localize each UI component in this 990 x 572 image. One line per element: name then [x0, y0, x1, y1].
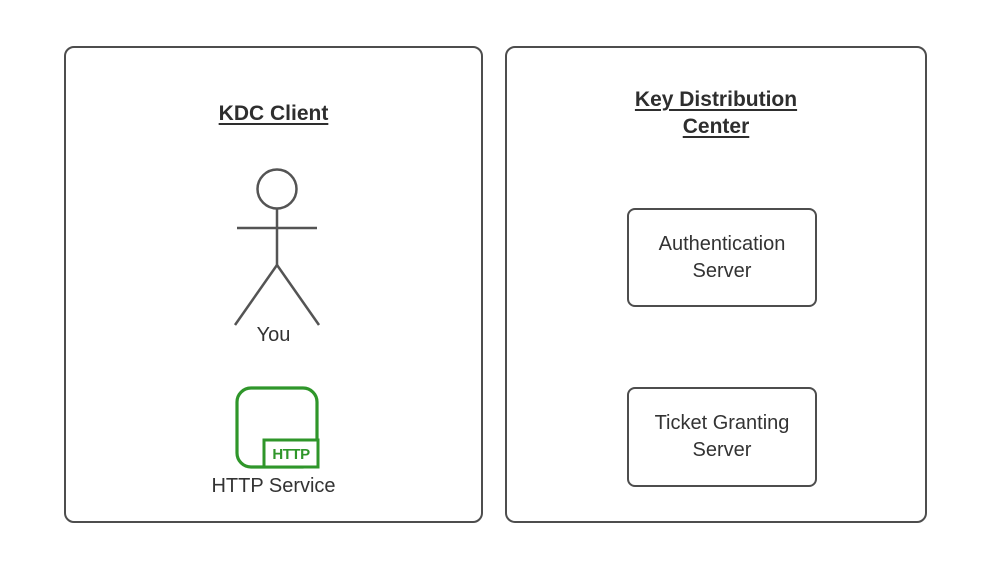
kdc-title-line1: Key Distribution [634, 88, 798, 111]
authentication-server-label-line2: Server [692, 259, 752, 282]
kdc-client-panel: KDC Client You HTTP HTTP Service [64, 46, 483, 523]
key-distribution-center-panel: Key Distribution Center Authentication S… [505, 46, 927, 523]
kdc-client-title-text: KDC Client [218, 102, 329, 125]
kdc-title-line2: Center [682, 115, 750, 138]
ticket-granting-server-label-line1: Ticket Granting [654, 412, 790, 434]
ticket-granting-server-label-line2: Server [692, 439, 752, 461]
ticket-granting-server-node: Ticket Granting Server [627, 387, 817, 487]
key-distribution-center-title: Key Distribution Center [507, 86, 925, 140]
authentication-server-node: Authentication Server [627, 208, 817, 307]
http-service-label: HTTP Service [211, 475, 336, 497]
actor-label: You [256, 324, 291, 346]
http-badge-label: HTTP [272, 446, 310, 463]
person-stick-figure-icon [233, 168, 321, 326]
kdc-client-title: KDC Client [66, 100, 481, 127]
http-service-icon: HTTP [235, 386, 320, 469]
authentication-server-label-line1: Authentication [658, 232, 786, 255]
